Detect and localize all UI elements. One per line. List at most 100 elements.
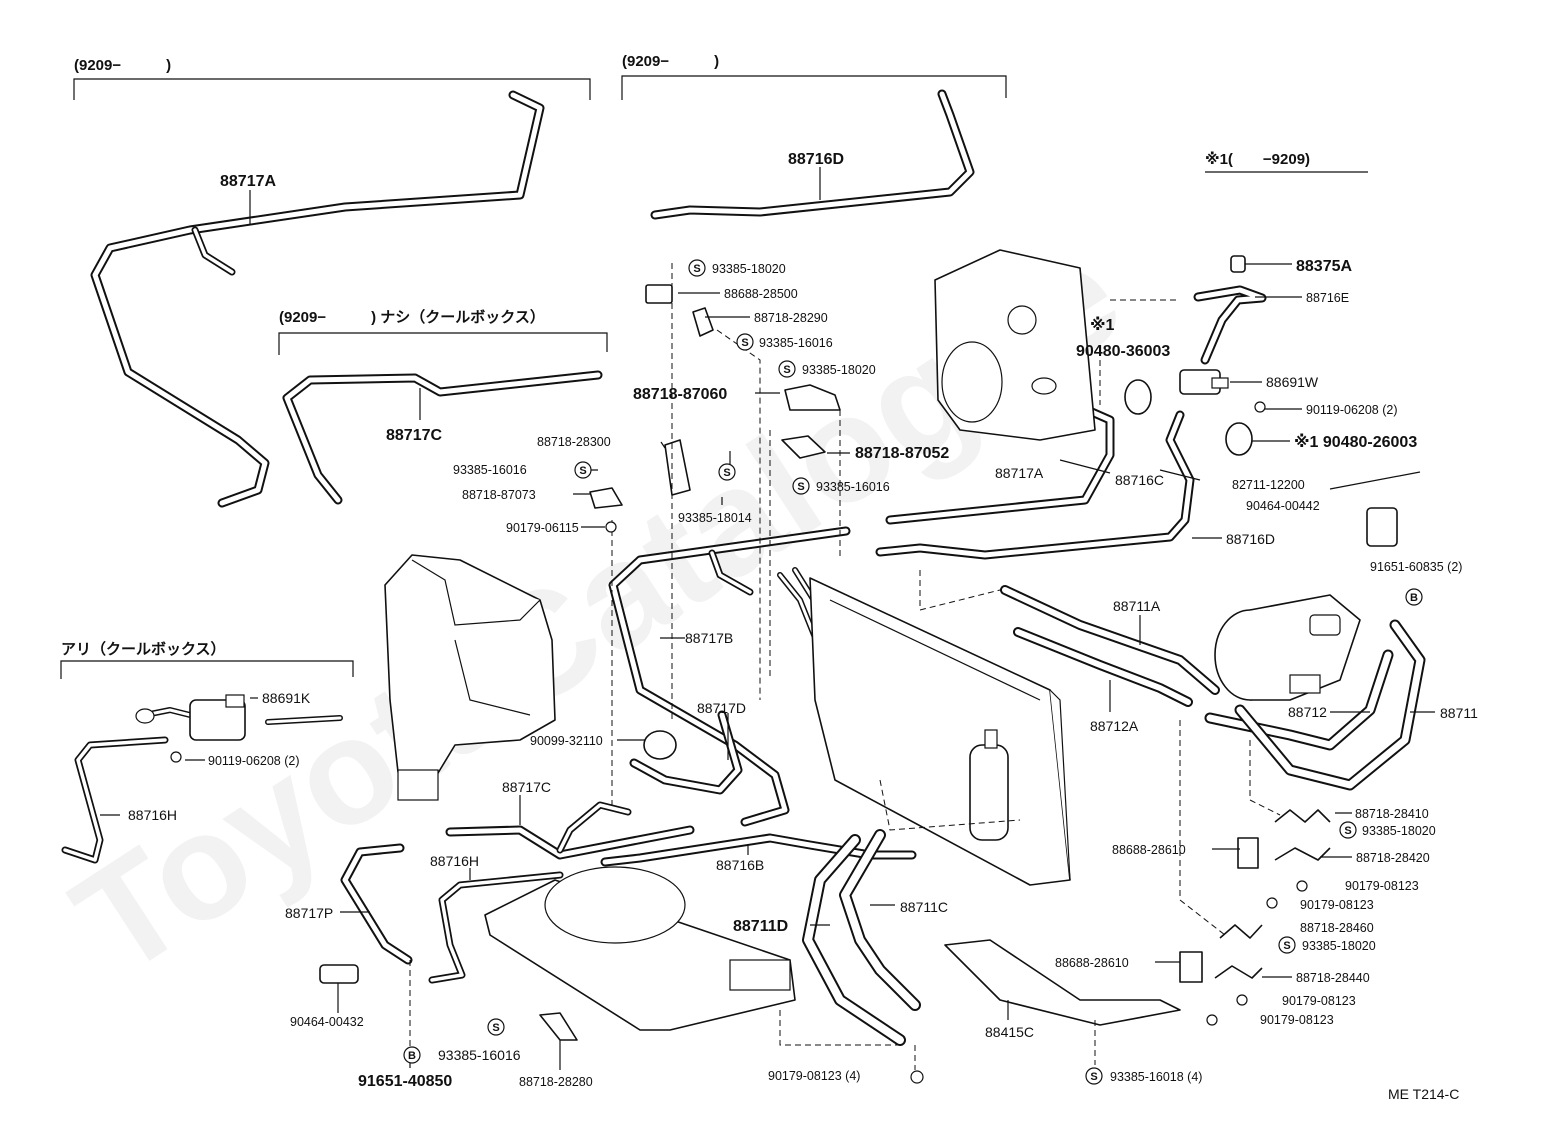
label-88718-28300: 88718-28300 — [537, 435, 611, 449]
clips-centre — [539, 284, 841, 1041]
label-88716c: 88716C — [1115, 472, 1164, 488]
note-right-header: ※1( −9209) — [1205, 150, 1310, 168]
svg-text:S: S — [693, 263, 700, 275]
label-88375a: 88375A — [1296, 258, 1352, 275]
label-90480-36003: 90480-36003 — [1076, 343, 1170, 360]
svg-text:S: S — [783, 364, 790, 376]
label-note-star1: ※1 — [1090, 316, 1115, 334]
label-93385-16016-c: 93385-16016 — [453, 463, 527, 477]
header-bottom-left: アリ（クールボックス） — [61, 640, 226, 658]
label-90119-06208-b: 90119-06208 (2) — [208, 754, 300, 768]
label-88717b: 88717B — [685, 630, 733, 646]
label-88688-28500: 88688-28500 — [724, 287, 798, 301]
label-88716d-mid: 88716D — [1226, 531, 1275, 547]
pipe-88712-88711 — [1204, 619, 1426, 791]
b-bolt-symbol-icon: B — [403, 1046, 421, 1064]
b-bolt-symbol-icon: B — [1405, 588, 1423, 606]
label-93385-16018: 93385-16018 (4) — [1110, 1070, 1202, 1084]
label-88718-87073: 88718-87073 — [462, 488, 536, 502]
label-91651-40850: 91651-40850 — [358, 1073, 452, 1090]
label-91651-60835: 91651-60835 (2) — [1370, 560, 1462, 574]
label-90464-00432: 90464-00432 — [290, 1015, 364, 1029]
label-88718-28290: 88718-28290 — [754, 311, 828, 325]
label-90179-08123-e: 90179-08123 (4) — [768, 1069, 860, 1083]
s-clip-symbol-icon: S — [778, 360, 796, 378]
svg-text:S: S — [741, 337, 748, 349]
label-90179-08123-b: 90179-08123 — [1300, 898, 1374, 912]
label-88718-28280: 88718-28280 — [519, 1075, 593, 1089]
bracket-bottom-left — [60, 660, 354, 679]
label-90179-08123-d: 90179-08123 — [1260, 1013, 1334, 1027]
cool-box-unit — [384, 554, 556, 801]
evaporator-unit — [934, 249, 1096, 441]
label-93385-16016-d: 93385-16016 — [438, 1047, 521, 1063]
bracket-top-mid — [621, 75, 1007, 100]
pipe-88717a-mid — [885, 400, 1115, 525]
label-93385-18020-b: 93385-18020 — [802, 363, 876, 377]
label-90179-08123-c: 90179-08123 — [1282, 994, 1356, 1008]
clamp-90464-00432 — [319, 964, 359, 984]
svg-text:S: S — [1283, 940, 1290, 952]
label-88718-87060: 88718-87060 — [633, 386, 727, 403]
label-93385-18020-a: 93385-18020 — [712, 262, 786, 276]
grommet-90099-32110 — [643, 730, 677, 760]
label-90099-32110: 90099-32110 — [530, 734, 603, 748]
pipe-88712a — [1013, 627, 1193, 707]
bracket-mid-left — [278, 332, 608, 355]
bracket-88415c — [944, 939, 1181, 1026]
label-88718-28420: 88718-28420 — [1356, 851, 1430, 865]
label-88717a-mid: 88717A — [995, 465, 1044, 481]
pipe-88716e — [1193, 285, 1267, 365]
dashed-leaders — [409, 263, 1281, 1070]
header-top-mid: (9209− ) — [622, 53, 719, 70]
s-clip-symbols: S S S S S S S S S S — [487, 259, 1357, 1085]
label-88717p: 88717P — [285, 905, 333, 921]
label-88711c: 88711C — [900, 899, 948, 915]
components-group — [135, 249, 1421, 1041]
s-clip-symbol-icon: S — [792, 477, 810, 495]
pipe-88717a-top — [90, 90, 545, 508]
pipe-88717p — [340, 843, 413, 965]
label-90179-08123-a: 90179-08123 — [1345, 879, 1419, 893]
switch-88691w — [1179, 369, 1229, 395]
header-top-left: (9209− ) — [74, 57, 171, 74]
s-clip-symbol-icon: S — [1085, 1067, 1103, 1085]
cap-88375a — [1230, 255, 1246, 273]
label-88712: 88712 — [1288, 704, 1327, 720]
svg-text:S: S — [1090, 1071, 1097, 1083]
svg-text:S: S — [797, 481, 804, 493]
label-88717d: 88717D — [697, 700, 746, 716]
pipe-88717c-low — [445, 801, 695, 860]
clamps-88718-28410-28420 — [1237, 809, 1331, 869]
label-88717c-mid: 88717C — [386, 427, 442, 444]
label-90179-06115: 90179-06115 — [506, 521, 579, 535]
label-88717a-top: 88717A — [220, 173, 276, 190]
s-clip-symbol-icon: S — [1278, 936, 1296, 954]
label-88716e: 88716E — [1306, 291, 1349, 305]
label-88718-28460: 88718-28460 — [1300, 921, 1374, 935]
s-clip-symbol-icon: S — [574, 461, 592, 479]
label-88688-28610-a: 88688-28610 — [1112, 843, 1186, 857]
label-93385-16016-b: 93385-16016 — [816, 480, 890, 494]
pipe-88717d — [629, 710, 743, 795]
svg-text:S: S — [723, 467, 730, 479]
leader-lines — [100, 167, 1435, 1070]
pipe-88716h-low — [428, 871, 564, 984]
label-88711d: 88711D — [733, 918, 788, 935]
label-90480-26003: ※1 90480-26003 — [1294, 433, 1417, 451]
label-88718-87052: 88718-87052 — [855, 445, 949, 462]
bracket-top-left — [73, 78, 591, 100]
label-88716d-top: 88716D — [788, 151, 844, 168]
label-88716h-low: 88716H — [430, 853, 479, 869]
grommet-90480-26003 — [1225, 422, 1253, 456]
band-82711-12200 — [1329, 471, 1421, 490]
pipe-88716b — [600, 833, 917, 867]
pipe-88711a — [1000, 585, 1220, 695]
clamp-90464-00442 — [1366, 507, 1398, 547]
label-88711a: 88711A — [1113, 598, 1161, 614]
label-88716h-left: 88716H — [128, 807, 177, 823]
label-93385-16016-a: 93385-16016 — [759, 336, 833, 350]
label-88717c-low: 88717C — [502, 779, 551, 795]
s-clip-symbol-icon: S — [718, 463, 736, 481]
s-clip-symbol-icon: S — [1339, 821, 1357, 839]
